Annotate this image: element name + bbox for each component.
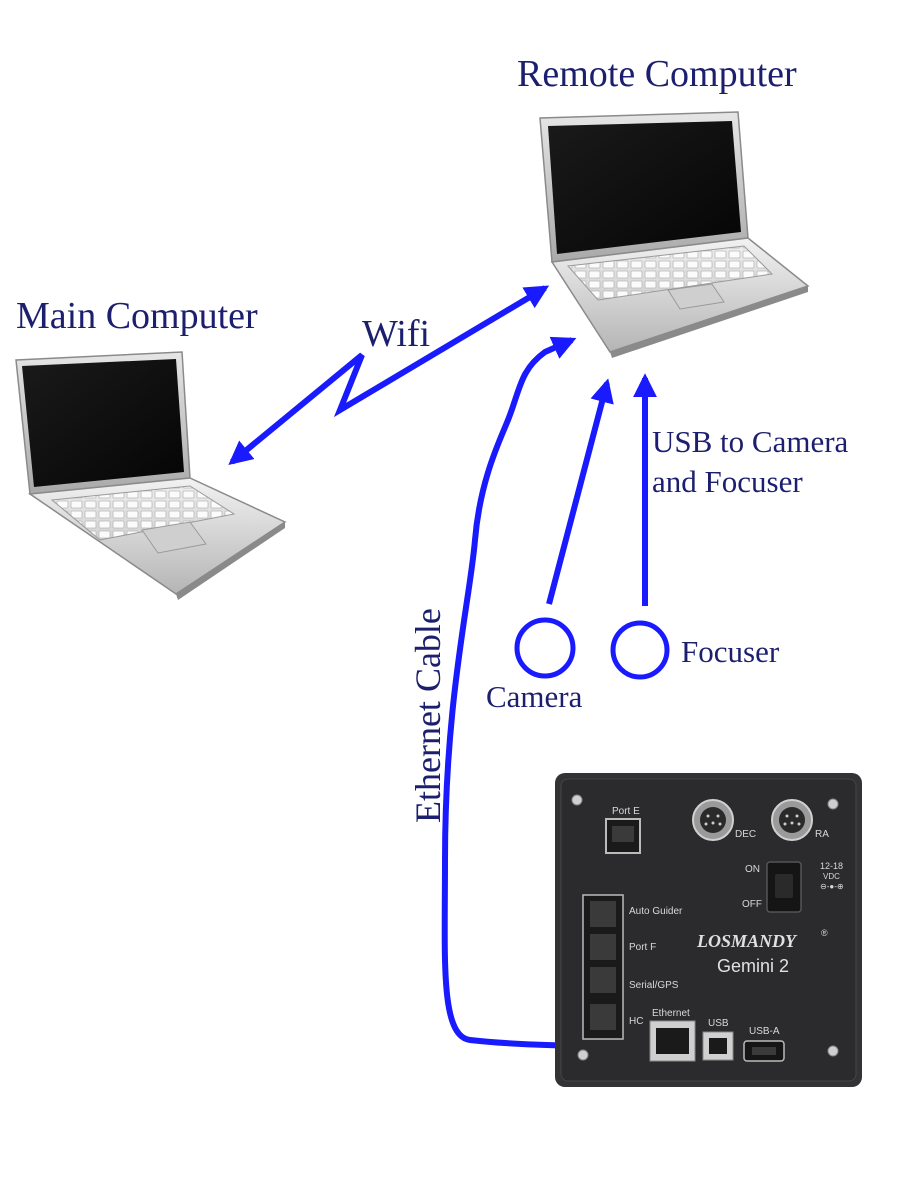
camera-usb-link bbox=[546, 378, 614, 605]
usb-port-label: USB bbox=[708, 1018, 729, 1029]
gemini2-controller: Port E DEC RA ON OFF 12-18 VDC ⊖-●-⊕ bbox=[555, 773, 862, 1087]
ra-connector bbox=[771, 799, 813, 841]
ra-label: RA bbox=[815, 829, 829, 840]
wifi-link bbox=[228, 285, 550, 466]
camera-circle bbox=[514, 617, 576, 679]
off-label: OFF bbox=[742, 899, 762, 910]
corner-screws bbox=[571, 794, 839, 1061]
ethernet-port bbox=[649, 1020, 696, 1062]
ethernet-port-label: Ethernet bbox=[652, 1008, 690, 1019]
remote-computer-laptop bbox=[539, 111, 810, 358]
focuser-label: Focuser bbox=[681, 634, 780, 669]
power-voltage-label: 12-18 bbox=[820, 861, 843, 871]
ethernet-cable-label: Ethernet Cable bbox=[408, 608, 448, 823]
auto-guider-label: Auto Guider bbox=[629, 906, 683, 917]
ethernet-cable-link bbox=[441, 336, 668, 1051]
losmandy-brand: LOSMANDY bbox=[696, 931, 798, 951]
dec-label: DEC bbox=[735, 829, 756, 840]
power-unit-label: VDC bbox=[823, 872, 840, 881]
usb-b-port bbox=[702, 1031, 734, 1061]
serial-gps-label: Serial/GPS bbox=[629, 980, 679, 991]
remote-computer-label: Remote Computer bbox=[517, 53, 797, 95]
dec-connector bbox=[692, 799, 734, 841]
port-f-label: Port F bbox=[629, 942, 656, 953]
gemini-2-model: Gemini 2 bbox=[717, 956, 789, 976]
usb-a-port-label: USB-A bbox=[749, 1026, 780, 1037]
on-label: ON bbox=[745, 864, 760, 875]
power-switch bbox=[766, 861, 802, 913]
port-e-label: Port E bbox=[612, 806, 640, 817]
rj-jack-column bbox=[582, 894, 624, 1040]
wifi-label: Wifi bbox=[362, 313, 430, 355]
port-e-jack bbox=[605, 818, 641, 854]
hc-label: HC bbox=[629, 1016, 643, 1027]
usb-a-port bbox=[743, 1040, 785, 1062]
usb-label-line1: USB to Camera bbox=[652, 424, 849, 459]
registered-mark: ® bbox=[821, 928, 828, 938]
usb-label-line2: and Focuser bbox=[652, 464, 803, 499]
main-computer-laptop bbox=[15, 351, 287, 600]
main-computer-label: Main Computer bbox=[16, 295, 258, 337]
power-polarity-symbol: ⊖-●-⊕ bbox=[820, 882, 844, 891]
focuser-circle bbox=[610, 620, 670, 680]
camera-label: Camera bbox=[486, 679, 583, 714]
